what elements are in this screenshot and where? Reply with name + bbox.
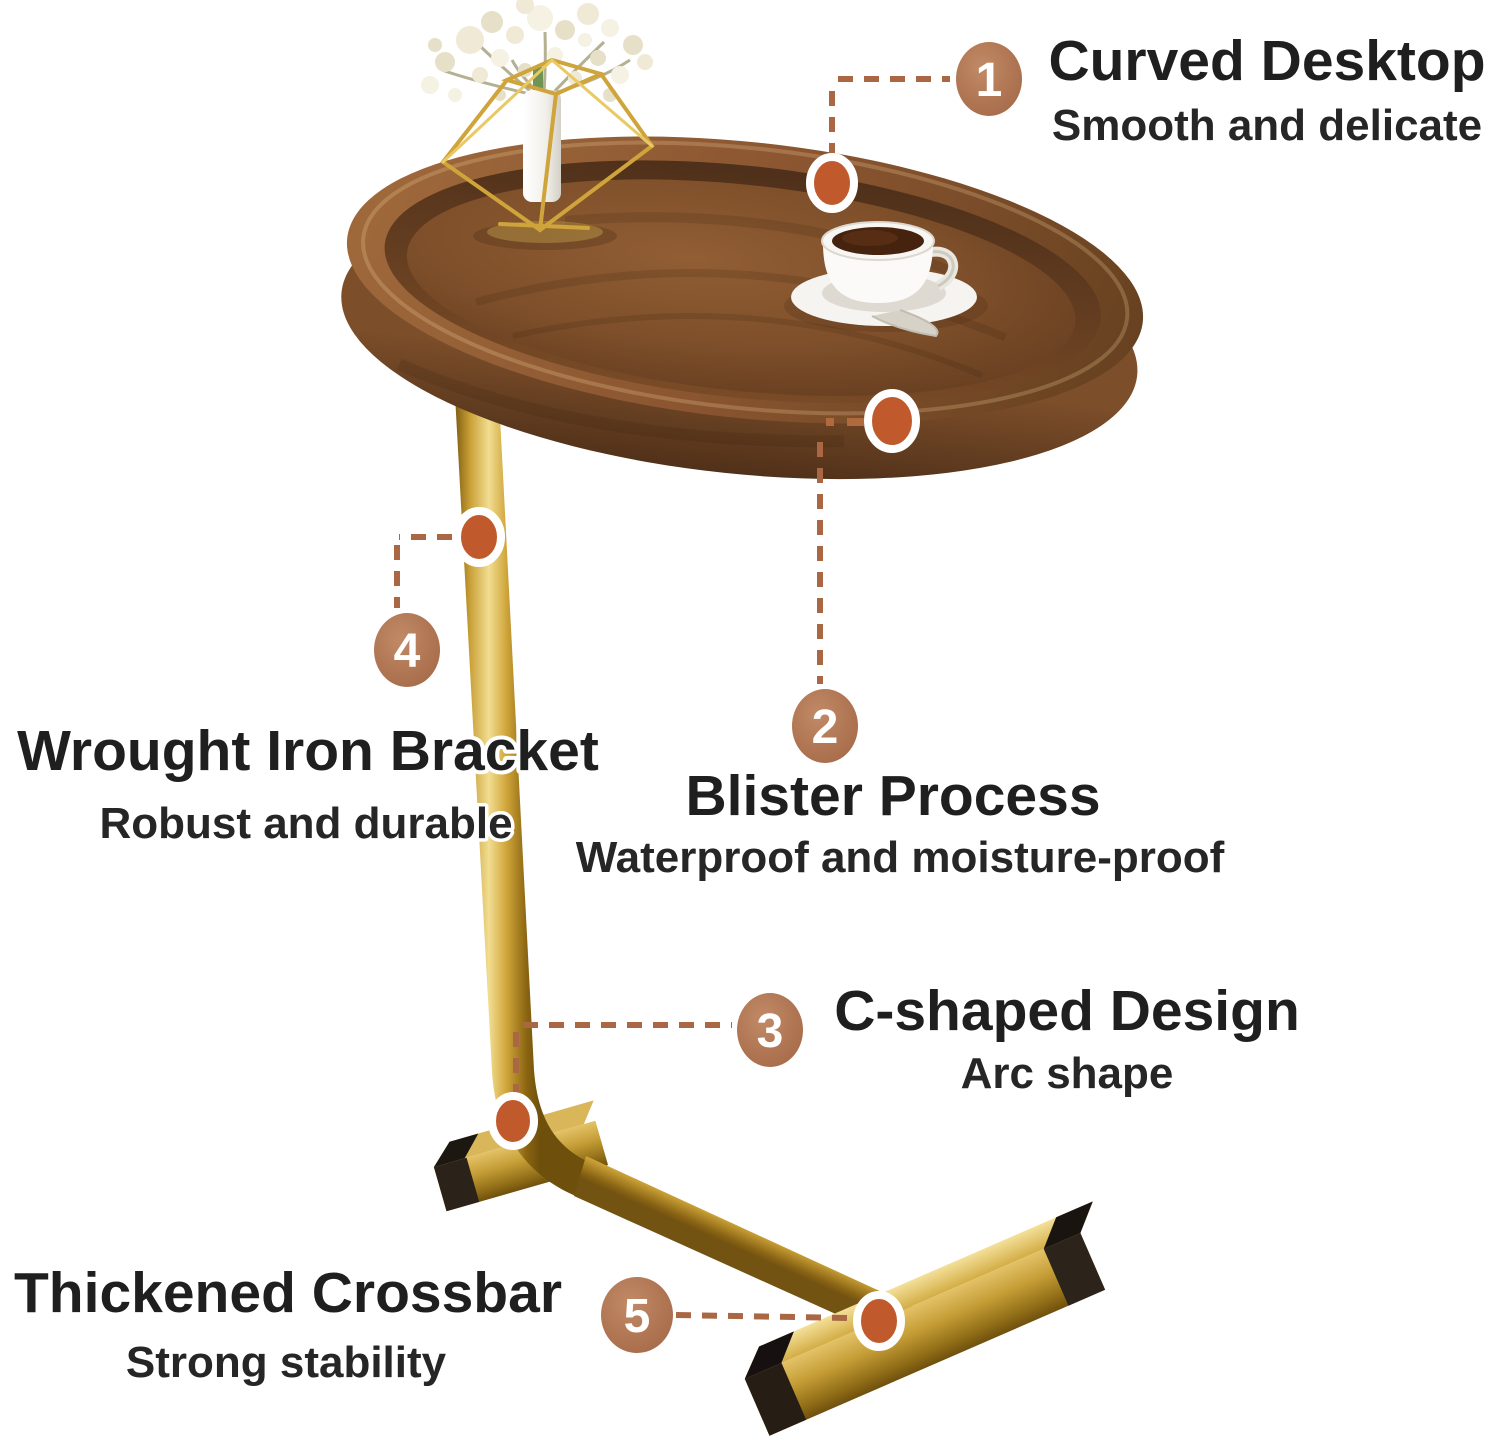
coffee-cup-group xyxy=(784,221,988,338)
callout-2-subtitle: Waterproof and moisture-proof xyxy=(576,833,1225,882)
badge-5-number: 5 xyxy=(624,1290,651,1343)
badge-3-number: 3 xyxy=(757,1005,784,1058)
rear-crossbar xyxy=(744,1201,1106,1436)
callout-5-subtitle: Strong stability xyxy=(126,1338,447,1387)
crossbar-front-face xyxy=(744,1232,1106,1436)
spoon xyxy=(871,309,939,338)
vase-group xyxy=(421,0,655,250)
badge-1-number: 1 xyxy=(976,54,1003,107)
wood-grain-streak xyxy=(512,313,983,378)
table-leg-rod xyxy=(574,1156,934,1352)
front-foot-cap-top xyxy=(433,1133,479,1168)
front-foot-front-face xyxy=(433,1120,609,1212)
callout-dot-4 xyxy=(453,507,505,567)
crossbar-left-cap-top xyxy=(744,1331,794,1379)
badge-5: 5 xyxy=(601,1277,673,1353)
rim-highlight xyxy=(361,140,1130,416)
callout-2-title: Blister Process xyxy=(685,764,1100,828)
crossbar-top-face xyxy=(744,1201,1093,1379)
callout-5-title: Thickened Crossbar xyxy=(14,1261,562,1325)
badge-4: 4 xyxy=(374,613,440,687)
geometric-wire-vase xyxy=(440,57,655,233)
front-foot-end-cap xyxy=(433,1157,480,1212)
cup-handle-edge xyxy=(930,250,955,288)
callout-4-title: Wrought Iron Bracket xyxy=(17,719,599,783)
callout-1-subtitle: Smooth and delicate xyxy=(1052,101,1482,150)
crossbar-left-cap xyxy=(744,1362,807,1436)
crossbar-right-cap xyxy=(1043,1232,1106,1306)
callout-1-title: Curved Desktop xyxy=(1048,29,1485,93)
badge-3: 3 xyxy=(737,993,803,1067)
badge-4-number: 4 xyxy=(394,625,421,678)
callout-labels: Curved Desktop Smooth and delicate Blist… xyxy=(10,25,1490,1391)
callout-badges: 1 2 3 4 5 xyxy=(374,42,1022,1353)
callout-dot-5 xyxy=(853,1291,905,1351)
leader-lines xyxy=(394,76,950,1321)
callout-3-title: C-shaped Design xyxy=(834,979,1300,1043)
callout-dot-3 xyxy=(488,1092,538,1150)
badge-2: 2 xyxy=(792,689,858,763)
callout-dot-2 xyxy=(864,389,920,453)
callout-4-subtitle: Robust and durable xyxy=(99,799,512,848)
leader-5-horizontal xyxy=(675,1312,851,1321)
badge-1: 1 xyxy=(956,42,1022,116)
baby-breath-flowers xyxy=(421,0,653,102)
badge-2-number: 2 xyxy=(812,701,839,754)
coffee-highlight xyxy=(842,230,898,246)
callout-dot-1 xyxy=(806,153,858,213)
table-top-tray xyxy=(341,136,1144,480)
crossbar-right-cap-top xyxy=(1043,1201,1093,1249)
callout-markers xyxy=(453,153,920,1351)
wood-side-grain xyxy=(396,358,844,448)
callout-3-subtitle: Arc shape xyxy=(961,1049,1174,1098)
